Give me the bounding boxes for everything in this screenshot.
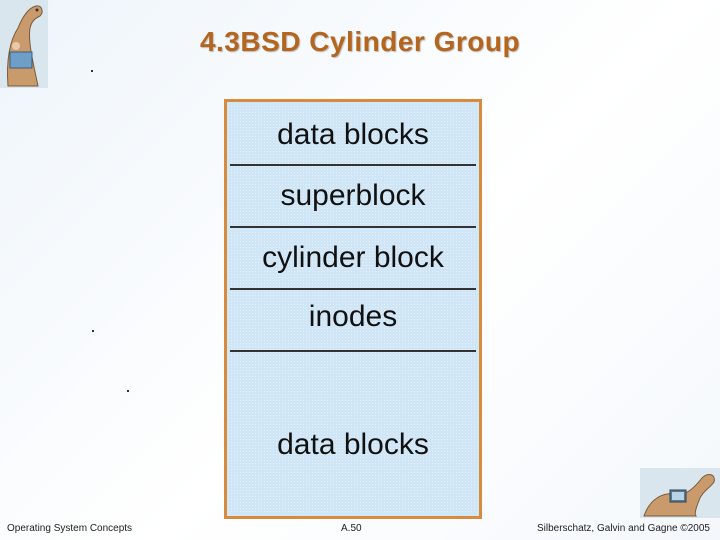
segment-label: data blocks xyxy=(277,427,429,461)
dinosaur-logo-icon xyxy=(0,0,48,88)
dinosaur-computer-logo-icon xyxy=(640,468,720,518)
segment-divider xyxy=(230,226,476,228)
decorative-dot xyxy=(127,390,129,392)
segment-label: data blocks xyxy=(277,117,429,151)
segment-data-blocks-bottom: data blocks xyxy=(230,352,476,513)
footer-page-number: A.50 xyxy=(341,523,362,534)
segment-divider xyxy=(230,288,476,290)
slide-title: 4.3BSD Cylinder Group xyxy=(199,26,521,57)
segment-divider xyxy=(230,164,476,166)
segment-inodes: inodes xyxy=(230,290,476,350)
footer-left: Operating System Concepts xyxy=(7,523,133,534)
cylinder-group-body: data blocks superblock cylinder block in… xyxy=(230,105,476,513)
segment-label: superblock xyxy=(280,179,426,212)
segment-data-blocks-top: data blocks xyxy=(230,105,476,164)
segment-label: cylinder block xyxy=(262,241,444,274)
decorative-dot xyxy=(91,70,93,72)
segment-superblock: superblock xyxy=(230,166,476,226)
cylinder-group-diagram: data blocks superblock cylinder block in… xyxy=(224,99,482,519)
segment-cylinder-block: cylinder block xyxy=(230,228,476,288)
segment-label: inodes xyxy=(308,300,398,333)
footer-right: Silberschatz, Galvin and Gagne ©2005 xyxy=(536,523,710,534)
segment-divider xyxy=(230,350,476,352)
decorative-dot xyxy=(92,330,94,332)
